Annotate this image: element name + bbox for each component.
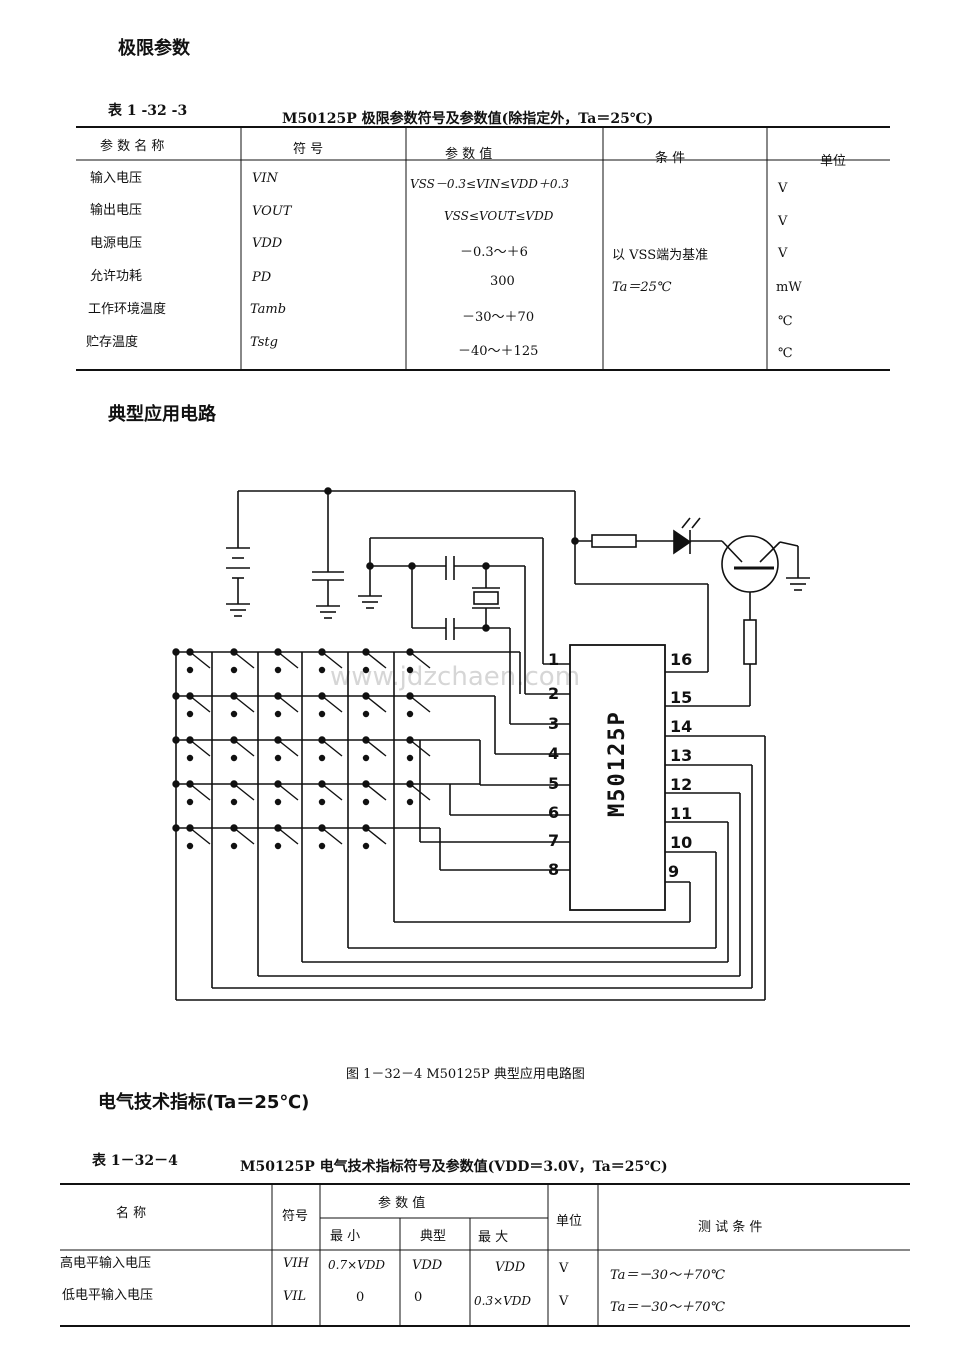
t1-row5-unit: ℃ — [778, 346, 793, 361]
t2-row0-max: VDD — [495, 1260, 526, 1275]
t2-row0-cond: Ta＝－30～＋70℃ — [610, 1268, 726, 1283]
t2-header-cond: 测 试 条 件 — [698, 1220, 763, 1235]
section-heading-electrical: 电气技术指标(Ta＝25℃) — [98, 1092, 310, 1113]
t1-row5-name: 贮存温度 — [86, 335, 139, 350]
t1-header-value: 参 数 值 — [445, 147, 493, 162]
t1-row1-symbol: VOUT — [252, 204, 292, 219]
table-title: M50125P 极限参数符号及参数值(除指定外，Ta＝25℃) — [282, 111, 654, 127]
t2-row1-max: 0.3×VDD — [474, 1294, 532, 1308]
t1-header-name: 参 数 名 称 — [100, 139, 165, 154]
t2-row1-cond: Ta＝－30～＋70℃ — [610, 1300, 726, 1315]
pin-6: 6 — [548, 803, 560, 822]
pin-3: 3 — [548, 714, 560, 733]
t1-row0-value: VSS－0.3≤VIN≤VDD＋0.3 — [410, 177, 569, 191]
t1-row2-name: 电源电压 — [90, 236, 143, 251]
t2-row0-symbol: VIH — [283, 1256, 309, 1271]
t1-row2-value: －0.3～＋6 — [460, 245, 528, 260]
t1-row0-name: 输入电压 — [90, 171, 143, 186]
pin-13: 13 — [670, 746, 693, 765]
pin-8: 8 — [548, 860, 560, 879]
t2-row0-min: 0.7×VDD — [328, 1258, 386, 1272]
t2-row1-typ: 0 — [414, 1290, 423, 1305]
table2-label: 表 1－32－4 — [92, 1153, 178, 1169]
pin-15: 15 — [670, 688, 693, 707]
section-heading-limits: 极限参数 — [118, 38, 190, 59]
t1-row3-symbol: PD — [252, 270, 272, 285]
t1-condition-line2: Ta＝25℃ — [612, 280, 672, 295]
t2-header-max: 最 大 — [478, 1230, 509, 1245]
t1-row3-unit: mW — [776, 280, 802, 295]
t1-row5-value: －40～＋125 — [458, 344, 539, 359]
figure-caption: 图 1－32－4 M50125P 典型应用电路图 — [346, 1067, 585, 1082]
t1-header-condition: 条 件 — [655, 151, 686, 166]
pin-2: 2 — [548, 684, 560, 703]
pin-10: 10 — [670, 833, 693, 852]
table1-rules — [76, 126, 890, 371]
pin-4: 4 — [548, 744, 560, 763]
t1-row3-value: 300 — [490, 274, 515, 289]
application-circuit-diagram — [172, 487, 810, 1001]
t1-condition-line1: 以 VSS端为基准 — [612, 248, 709, 263]
t1-row4-unit: ℃ — [778, 314, 793, 329]
t2-header-name: 名 称 — [116, 1206, 147, 1221]
pin-14: 14 — [670, 717, 693, 736]
t2-header-params: 参 数 值 — [378, 1196, 426, 1211]
t2-header-unit: 单位 — [556, 1214, 583, 1229]
section-heading-circuit: 典型应用电路 — [108, 404, 216, 425]
t2-row1-name: 低电平输入电压 — [62, 1288, 154, 1303]
t1-row2-unit: V — [778, 246, 788, 261]
t1-row0-symbol: VIN — [252, 171, 278, 186]
t1-row3-name: 允许功耗 — [90, 269, 143, 284]
t1-row5-symbol: Tstg — [250, 335, 278, 350]
t1-row2-symbol: VDD — [252, 236, 283, 251]
t2-header-typ: 典型 — [420, 1229, 447, 1244]
pin-5: 5 — [548, 774, 560, 793]
t2-row1-unit: V — [559, 1294, 569, 1309]
pin-11: 11 — [670, 804, 693, 823]
table2-title: M50125P 电气技术指标符号及参数值(VDD＝3.0V，Ta＝25℃) — [240, 1159, 668, 1175]
t2-header-symbol: 符号 — [282, 1209, 309, 1224]
t2-row0-unit: V — [559, 1261, 569, 1276]
t1-row4-value: －30～＋70 — [462, 310, 535, 325]
pin-7: 7 — [548, 831, 560, 850]
pin-12: 12 — [670, 775, 693, 794]
t2-row0-name: 高电平输入电压 — [60, 1256, 152, 1271]
t1-header-symbol: 符 号 — [293, 142, 324, 157]
t2-header-min: 最 小 — [330, 1229, 361, 1244]
t2-row1-min: 0 — [356, 1290, 365, 1305]
t2-row0-typ: VDD — [412, 1258, 443, 1273]
pin-9: 9 — [668, 862, 680, 881]
t1-row1-value: VSS≤VOUT≤VDD — [444, 209, 554, 223]
t1-row4-name: 工作环境温度 — [88, 302, 167, 317]
table-label: 表 1 -32 -3 — [108, 103, 188, 119]
pin-1: 1 — [548, 650, 560, 669]
t2-row1-symbol: VIL — [283, 1289, 307, 1304]
t1-row1-unit: V — [778, 214, 788, 229]
pin-16: 16 — [670, 650, 693, 669]
t1-row4-symbol: Tamb — [250, 302, 287, 317]
t1-header-unit: 单位 — [820, 154, 847, 169]
t1-row1-name: 输出电压 — [90, 203, 143, 218]
t1-row0-unit: V — [778, 181, 788, 196]
watermark: www.jdzchaen.com — [330, 662, 581, 692]
